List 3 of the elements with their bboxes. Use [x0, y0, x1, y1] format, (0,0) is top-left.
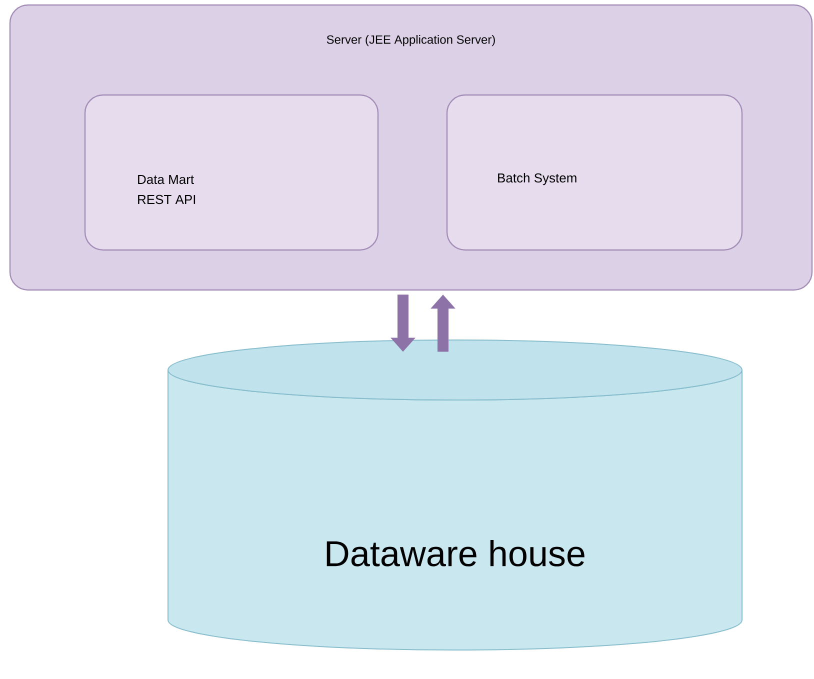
- component-box: Data Mart REST API: [84, 94, 379, 251]
- database-cylinder: Dataware house: [168, 340, 742, 650]
- component-box: Batch System: [446, 94, 743, 251]
